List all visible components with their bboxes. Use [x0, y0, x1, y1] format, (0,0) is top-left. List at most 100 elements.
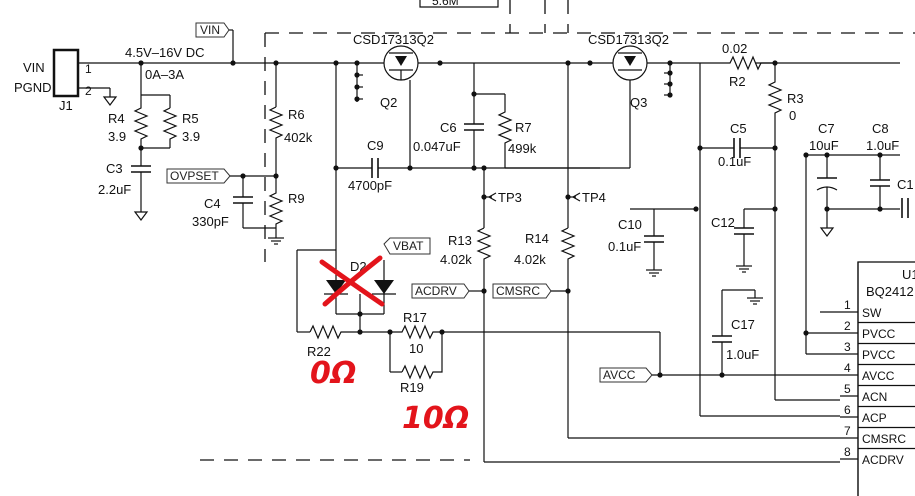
mosfet-q2: CSD17313Q2 Q2 — [353, 32, 443, 168]
j1-pin2: 2 — [85, 84, 92, 98]
board-outline — [200, 0, 915, 461]
j1-vin-label: VIN — [23, 60, 45, 75]
ic-part: BQ2412 — [866, 284, 914, 299]
r19-handwritten-value: 10Ω — [402, 401, 469, 436]
red-markup: 0Ω 10Ω — [310, 255, 469, 436]
r2-ref: R2 — [729, 74, 746, 89]
r6-value: 402k — [284, 130, 313, 145]
r4-value: 3.9 — [108, 129, 126, 144]
mosfet-q3: CSD17313Q2 Q3 — [565, 32, 673, 168]
ic-pin-number: 1 — [844, 298, 851, 312]
q3-ref: Q3 — [630, 95, 647, 110]
c8-ref: C8 — [872, 121, 889, 136]
q3-part: CSD17313Q2 — [588, 32, 669, 47]
cmsrc-net-flag: CMSRC — [492, 283, 571, 299]
ic-pin-number: 8 — [844, 445, 851, 459]
q2-ref: Q2 — [380, 95, 397, 110]
svg-text:CMSRC: CMSRC — [496, 284, 540, 298]
c7-value: 10uF — [809, 138, 839, 153]
ic-pin-name: SW — [862, 306, 882, 320]
c6-value: 0.047uF — [413, 139, 461, 154]
c5-value: 0.1uF — [718, 154, 751, 169]
ic-pin-name: ACN — [862, 390, 887, 404]
top-resistor-partial: 5.6M — [419, 0, 499, 8]
ic-pin-number: 2 — [844, 319, 851, 333]
gate-network-c6-r7: C6 0.047uF R7 499k — [413, 63, 600, 169]
c8-value: 1.0uF — [866, 138, 899, 153]
r2-value: 0.02 — [722, 41, 747, 56]
c1x-ref: C1 — [897, 177, 914, 192]
ic-pin-name: ACP — [862, 411, 887, 425]
r14-value: 4.02k — [514, 252, 546, 267]
ovpset-flag-text: OVPSET — [170, 169, 219, 183]
ground-symbol-j1 — [102, 96, 118, 106]
ic-pin-number: 4 — [844, 361, 851, 375]
c10-value: 0.1uF — [608, 239, 641, 254]
r7-value: 499k — [508, 141, 537, 156]
ic-pin-name: AVCC — [862, 369, 895, 383]
r5-ref: R5 — [182, 111, 199, 126]
tp4-ref: TP4 — [582, 190, 606, 205]
c5-ref: C5 — [730, 121, 747, 136]
r7-ref: R7 — [515, 120, 532, 135]
r19-ref: R19 — [400, 380, 424, 395]
ground-symbol-c7 — [819, 227, 835, 237]
j1-pgnd-label: PGND — [14, 80, 52, 95]
capacitor-c17: C17 1.0uF — [712, 289, 763, 375]
vin-net-flag: VIN — [195, 22, 234, 63]
q2-part: CSD17313Q2 — [353, 32, 434, 47]
ic-pin-name: PVCC — [862, 327, 896, 341]
c12-ref: C12 — [711, 215, 735, 230]
testpoint-tp3-r13: TP3 R13 4.02k — [440, 168, 840, 463]
vbat-net-flag — [383, 237, 431, 255]
c3-ref: C3 — [106, 161, 123, 176]
avcc-net-flag: AVCC — [599, 367, 840, 383]
ic-pin-number: 3 — [844, 340, 851, 354]
c4-ref: C4 — [204, 196, 221, 211]
supply-voltage: 4.5V–16V DC — [125, 45, 205, 60]
svg-text:ACDRV: ACDRV — [415, 284, 457, 298]
ic-pin-name: CMSRC — [862, 432, 906, 446]
capacitor-c10: C10 0.1uF — [608, 206, 699, 277]
ic-pin-name: ACDRV — [862, 453, 904, 467]
r9-ref: R9 — [288, 191, 305, 206]
resistor-r22: R22 — [296, 249, 390, 359]
sense-network: 0.02 R2 R3 0 C5 0.1uF C12 — [697, 41, 840, 417]
svg-text:VIN: VIN — [200, 23, 220, 37]
r13-ref: R13 — [448, 233, 472, 248]
ic-pin-number: 5 — [844, 382, 851, 396]
c6-ref: C6 — [440, 120, 457, 135]
r6-ref: R6 — [288, 107, 305, 122]
r13-value: 4.02k — [440, 252, 472, 267]
capacitors-c7-c8: C7 10uF C8 1.0uF C1 — [803, 121, 914, 355]
supply-current: 0A–3A — [145, 67, 184, 82]
d2-cross-stroke-2 — [322, 255, 383, 307]
svg-text:AVCC: AVCC — [603, 368, 636, 382]
ic-pin-number: 6 — [844, 403, 851, 417]
ic-pin-1: 1SW — [840, 298, 882, 320]
top-resistor-value: 5.6M — [432, 0, 459, 8]
r17-ref: R17 — [403, 310, 427, 325]
connector-j1: VIN PGND J1 1 2 — [14, 48, 118, 113]
c9-value: 4700pF — [348, 178, 392, 193]
c17-ref: C17 — [731, 317, 755, 332]
tp3-ref: TP3 — [498, 190, 522, 205]
r22-handwritten-value: 0Ω — [310, 356, 356, 391]
c17-value: 1.0uF — [726, 347, 759, 362]
c3-value: 2.2uF — [98, 182, 131, 197]
c4-value: 330pF — [192, 214, 229, 229]
input-snubber: R4 3.9 R5 3.9 C3 2.2uF — [98, 63, 200, 221]
c7-ref: C7 — [818, 121, 835, 136]
ic-pin-name: PVCC — [862, 348, 896, 362]
acdrv-net-flag: ACDRV — [411, 283, 487, 299]
ic-u1: U1 BQ2412 1SW2PVCC3PVCC4AVCC5ACN6ACP7CMS… — [840, 261, 915, 496]
ic-pin-number: 7 — [844, 424, 851, 438]
resistor-r17-r19: R17 10 R19 — [387, 310, 661, 395]
j1-ref: J1 — [59, 98, 73, 113]
